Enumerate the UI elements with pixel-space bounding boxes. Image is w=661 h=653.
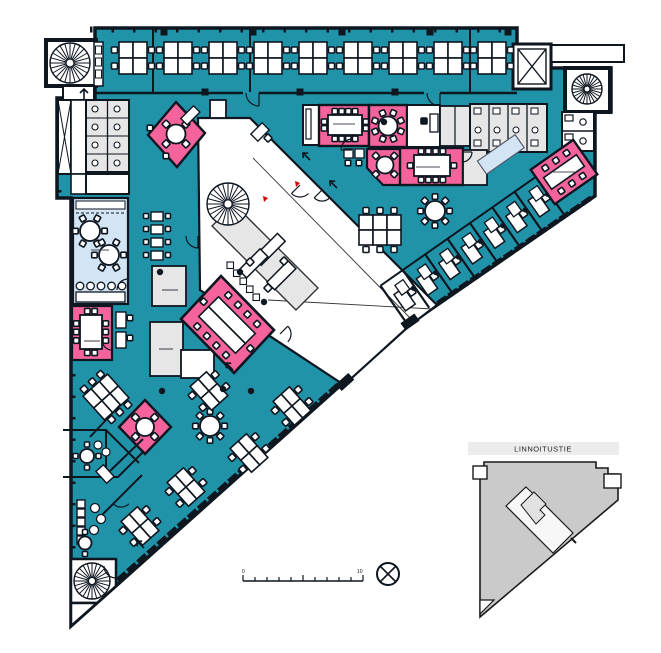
svg-text:LINNOITUSTIE: LINNOITUSTIE: [514, 445, 572, 454]
svg-text:0: 0: [242, 569, 245, 575]
svg-text:10: 10: [357, 569, 363, 575]
